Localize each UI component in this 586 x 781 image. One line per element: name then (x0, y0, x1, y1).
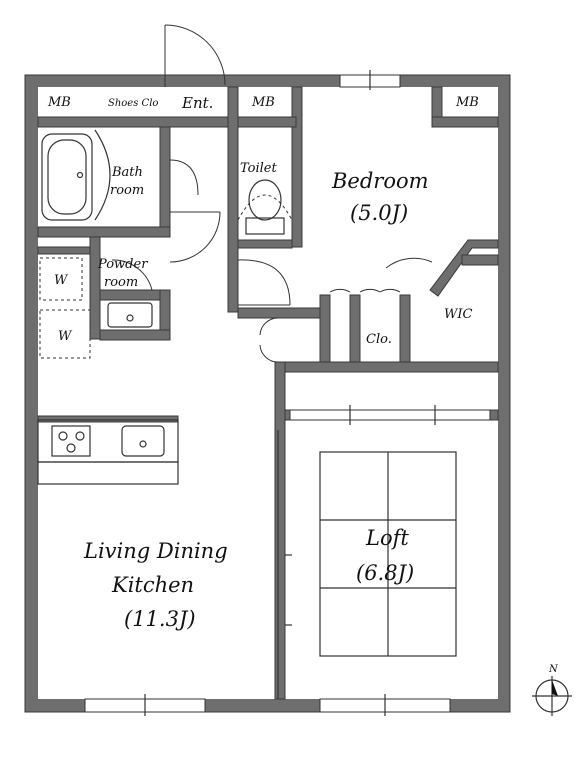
bedroom-label: Bedroom (331, 169, 429, 193)
ldk-label-2: Kitchen (111, 573, 194, 597)
washer-label-1: W (54, 273, 69, 288)
bath-label-2: room (110, 183, 144, 198)
powder-label-2: room (104, 275, 138, 290)
loft-label: Loft (365, 526, 409, 550)
windows (84, 70, 491, 716)
ldk-size: (11.3J) (124, 607, 196, 631)
toilet-label: Toilet (240, 161, 277, 176)
fixtures (37, 129, 457, 699)
closet-label: Clo. (366, 332, 392, 347)
bath-label-1: Bath (111, 165, 143, 180)
mb-mid-label: MB (251, 95, 275, 110)
room-labels: MB Shoes Clo Ent. MB MB Bath room Toilet… (47, 94, 479, 631)
bedroom-size: (5.0J) (350, 201, 408, 225)
mb-left-label: MB (47, 95, 71, 110)
shoes-closet-label: Shoes Clo (108, 98, 158, 109)
north-compass: N (532, 664, 572, 716)
entrance-label: Ent. (181, 94, 213, 112)
compass-n-label: N (548, 664, 559, 675)
washer-label-2: W (58, 329, 73, 344)
loft-size: (6.8J) (356, 561, 414, 585)
doors (111, 24, 433, 363)
wic-label: WIC (444, 307, 472, 322)
mb-right-label: MB (455, 95, 479, 110)
ldk-label-1: Living Dining (83, 539, 228, 563)
powder-label-1: Powder (97, 257, 148, 272)
outer-walls (24, 74, 511, 713)
